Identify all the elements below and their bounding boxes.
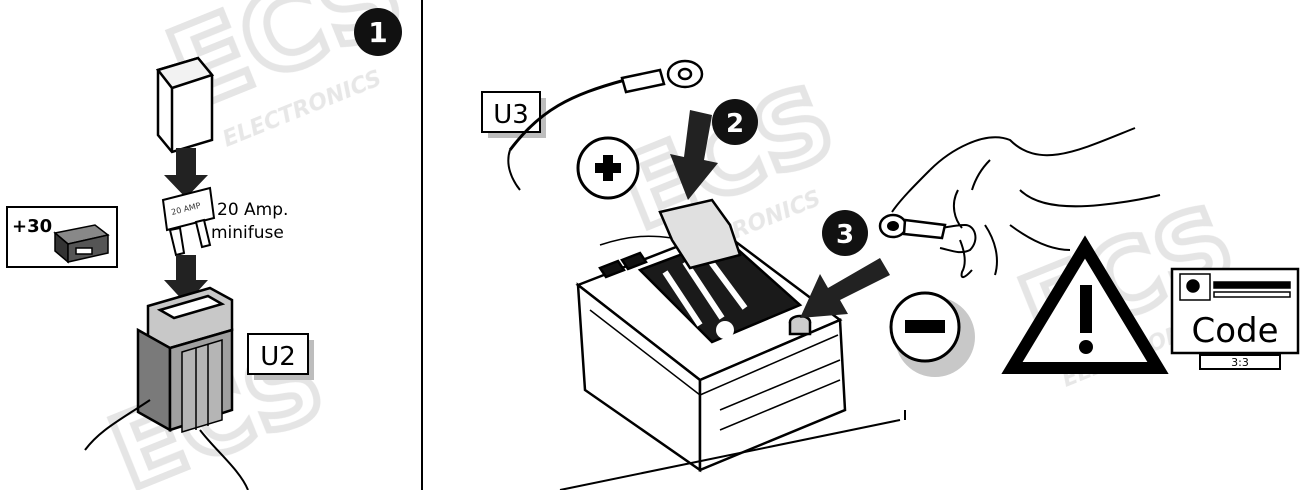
svg-text:U2: U2 [260, 342, 296, 372]
minifuse: 20 AMP [163, 188, 214, 255]
fuse-cap [158, 58, 212, 152]
terminal-30-label: +30 [12, 216, 52, 237]
code-value-box: 3:3 [1200, 355, 1280, 369]
step-1-number: 1 [368, 16, 387, 49]
fuse-holder [138, 288, 232, 432]
negative-terminal-icon [891, 293, 975, 377]
cable-u3-tail [508, 150, 520, 190]
step-3-number: 3 [836, 220, 854, 250]
cable-u3-label: U3 [482, 92, 546, 138]
step-2-number: 2 [726, 109, 744, 139]
ring-terminal [622, 61, 702, 92]
code-value: 3:3 [1231, 356, 1249, 369]
svg-text:U3: U3 [493, 100, 529, 130]
arrow-diagonal-icon [800, 258, 890, 318]
terminal-30-box: +30 [7, 207, 117, 267]
fuse-value-label: 20 Amp. [217, 200, 288, 220]
step-2-badge: 2 [712, 99, 758, 145]
positive-terminal-icon [578, 138, 638, 198]
step-1-badge: 1 [354, 8, 402, 56]
connector-u2-label: U2 [248, 334, 314, 380]
fuse-type-label: minifuse [211, 223, 284, 243]
code-label: Code [1191, 311, 1278, 351]
code-display-panel: Code [1172, 269, 1298, 353]
step-3-badge: 3 [822, 210, 868, 256]
